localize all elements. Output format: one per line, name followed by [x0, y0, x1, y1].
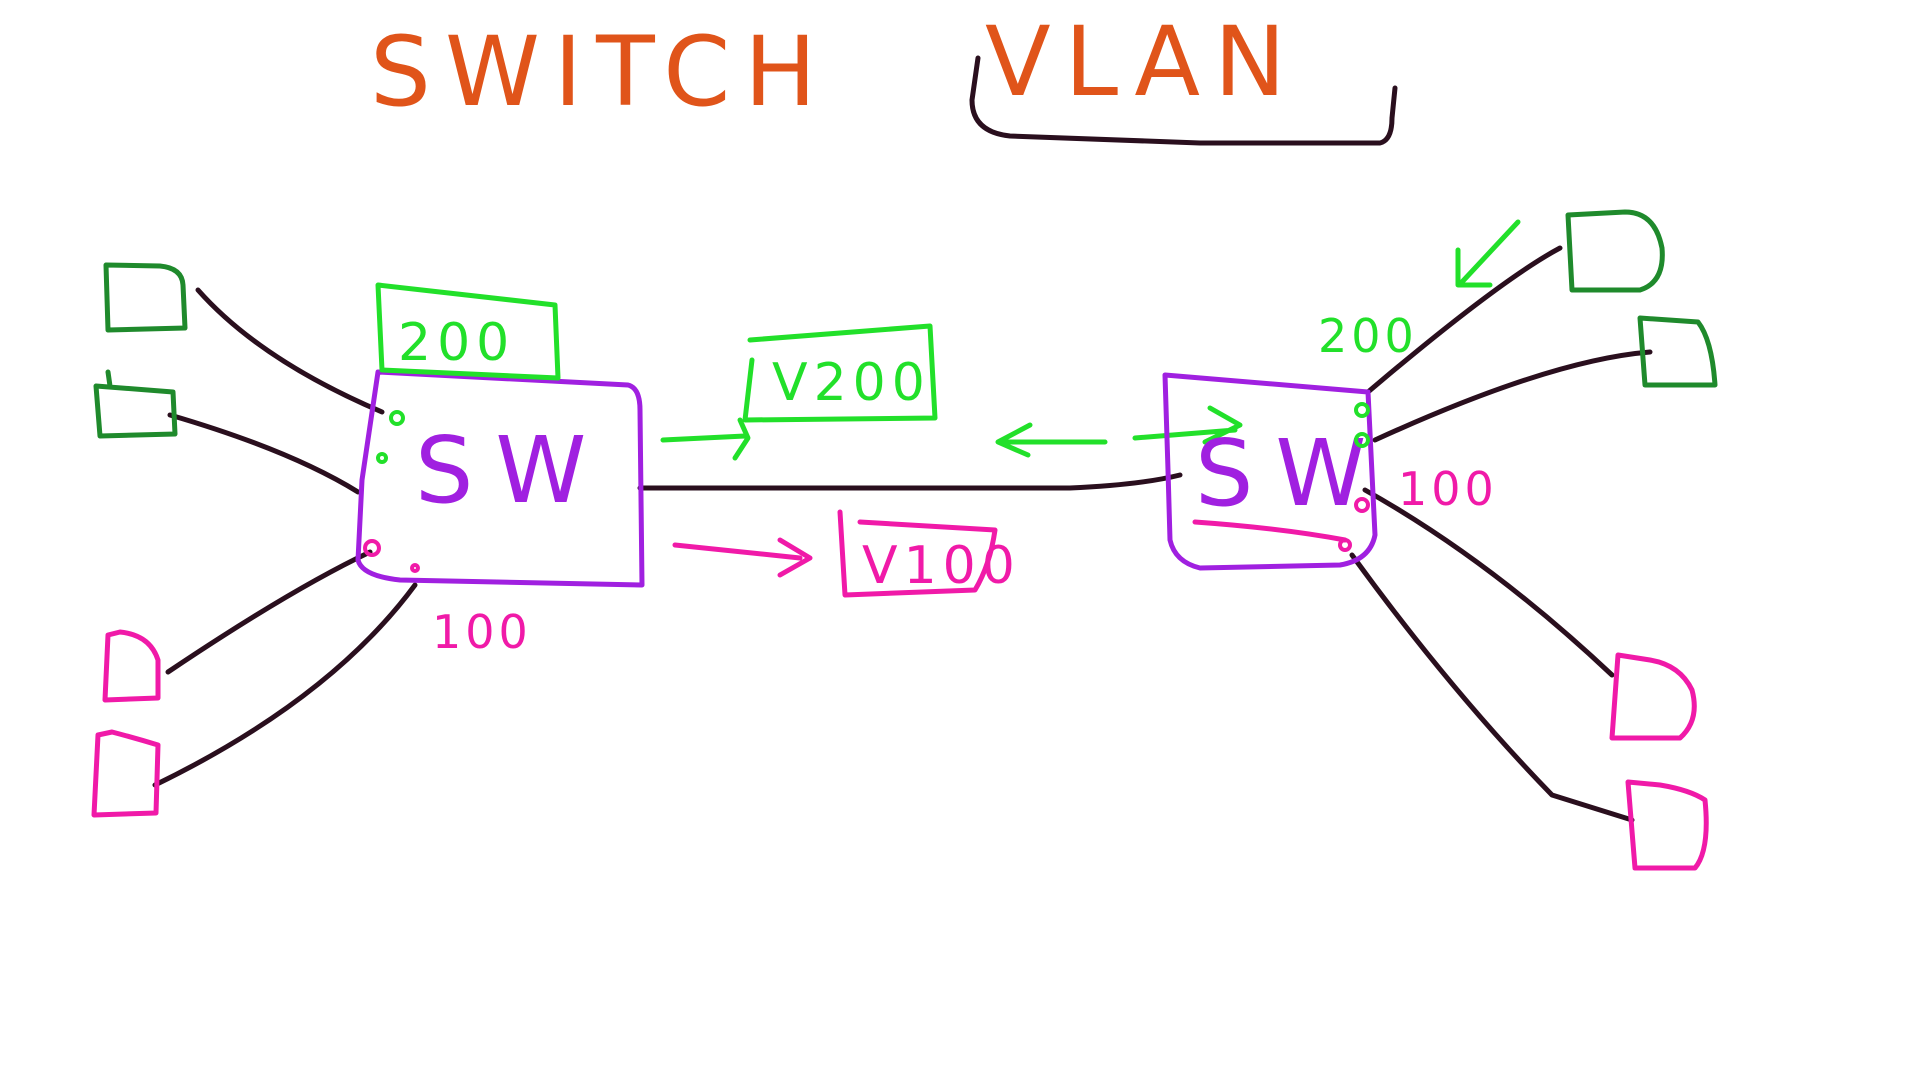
host-green-left-1	[103, 262, 188, 333]
vlan-bracket	[969, 55, 1398, 146]
switch-right-label: SW	[1195, 420, 1388, 527]
host-green-right-1	[1565, 209, 1665, 293]
host-pink-left-1	[102, 629, 161, 703]
port-left-green-2	[376, 452, 388, 464]
cable-left-pink-host-1	[165, 549, 373, 675]
trunk-green-frame-label: V200	[772, 353, 931, 413]
left-pink-vlan-label: 100	[432, 605, 532, 659]
title-vlan: VLAN	[985, 6, 1300, 118]
switch-right-box	[1162, 372, 1378, 571]
cable-left-green-host-2	[167, 412, 361, 495]
port-right-green-2	[1354, 432, 1370, 448]
cables	[152, 245, 1653, 823]
trunk-pink-frame-label: V100	[862, 536, 1021, 596]
trunk-cable	[637, 472, 1183, 491]
cable-right-green-host-1	[1365, 245, 1563, 395]
arrow-green-to-left	[995, 422, 1108, 458]
cable-right-pink-host-2	[1349, 552, 1635, 823]
arrow-green-to-right-host	[1455, 219, 1521, 288]
arrow-green-into-right-switch	[1132, 405, 1243, 445]
right-switch-pink-line	[1192, 519, 1348, 543]
right-pink-vlan-label: 100	[1398, 462, 1498, 516]
host-pink-left-2	[91, 729, 161, 818]
cable-left-green-host-1	[195, 287, 385, 415]
host-pink-right-1	[1609, 652, 1697, 741]
port-right-green-1	[1354, 402, 1370, 418]
host-green-right-2	[1637, 315, 1718, 388]
host-pink-right-2	[1625, 779, 1709, 871]
cable-left-pink-host-2	[152, 582, 418, 788]
port-right-pink-1	[1354, 497, 1370, 513]
arrow-green-to-right	[660, 417, 751, 461]
host-green-left-2	[93, 369, 178, 439]
cable-right-green-host-2	[1372, 349, 1653, 443]
arrow-pink-to-right	[672, 537, 813, 578]
switch-left-label: SW	[415, 417, 608, 524]
left-green-tag-label: 200	[398, 313, 515, 373]
trunk-green-frame-box	[742, 323, 938, 423]
port-right-pink-2	[1338, 538, 1352, 552]
title-switch: SWITCH	[370, 16, 830, 128]
trunk-pink-frame-box	[837, 509, 998, 598]
port-left-pink-2	[410, 563, 420, 573]
switch-left-box	[355, 369, 645, 588]
right-green-vlan-label: 200	[1318, 309, 1418, 363]
left-green-tag-box	[375, 282, 561, 381]
port-left-pink-1	[363, 539, 381, 557]
port-left-green-1	[389, 410, 405, 426]
cable-right-pink-host-1	[1362, 487, 1615, 678]
